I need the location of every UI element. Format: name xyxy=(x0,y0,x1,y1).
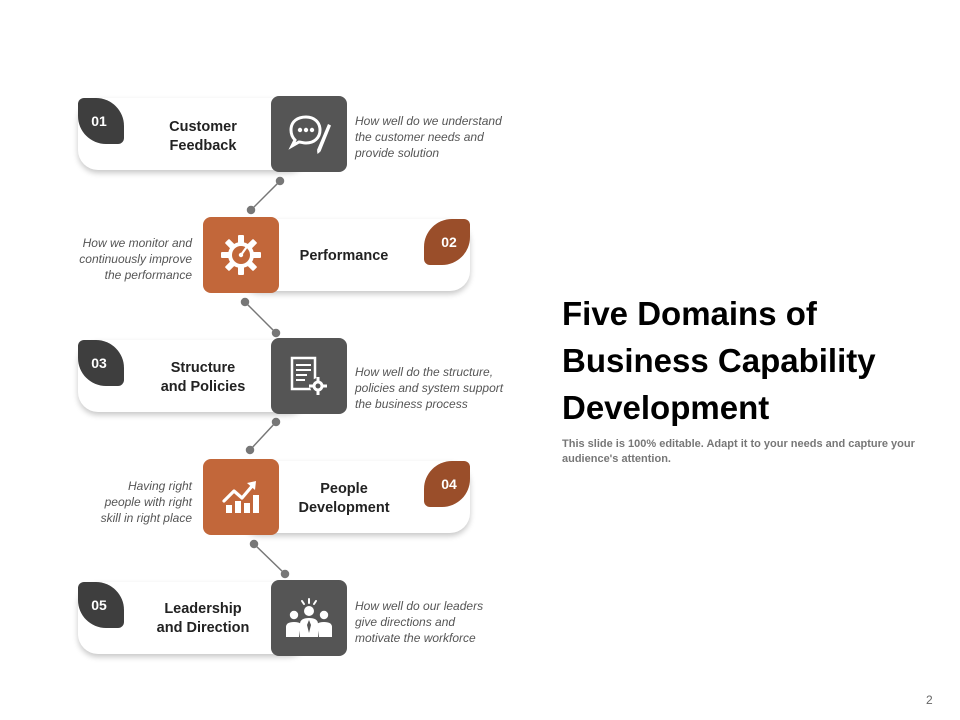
slide-subtext: This slide is 100% editable. Adapt it to… xyxy=(562,438,915,465)
step-description-1: How well do we understand the customer n… xyxy=(355,114,502,160)
step-number-badge-2: 02 xyxy=(424,219,470,265)
document-gear-icon xyxy=(290,356,327,395)
step-icon-box-5 xyxy=(271,580,347,656)
step-title-1: Customer Feedback xyxy=(169,119,237,154)
step-title-3: Structure and Policies xyxy=(160,360,246,395)
team-leader-icon xyxy=(286,598,332,637)
step-title-5: Leadership and Direction xyxy=(156,601,250,636)
step-icon-box-1 xyxy=(271,96,347,172)
gear-gauge-icon xyxy=(221,235,261,275)
step-description-2: How we monitor and continuously improve … xyxy=(79,236,192,282)
step-icon-box-4 xyxy=(203,459,279,535)
slide-heading: Five Domains of Business Capability Deve… xyxy=(562,295,876,426)
step-title-2: Performance xyxy=(299,248,389,264)
step-icon-box-2 xyxy=(203,217,279,293)
step-title-4: People Development xyxy=(298,481,390,516)
step-description-3: How well do the structure, policies and … xyxy=(355,365,504,411)
step-description-5: How well do our leaders give directions … xyxy=(355,599,484,645)
growth-chart-icon xyxy=(222,481,259,513)
chat-pen-icon xyxy=(288,115,331,154)
step-description-4: Having right people with right skill in … xyxy=(100,479,192,525)
step-icon-box-3 xyxy=(271,338,347,414)
page-number: 2 xyxy=(926,693,933,707)
